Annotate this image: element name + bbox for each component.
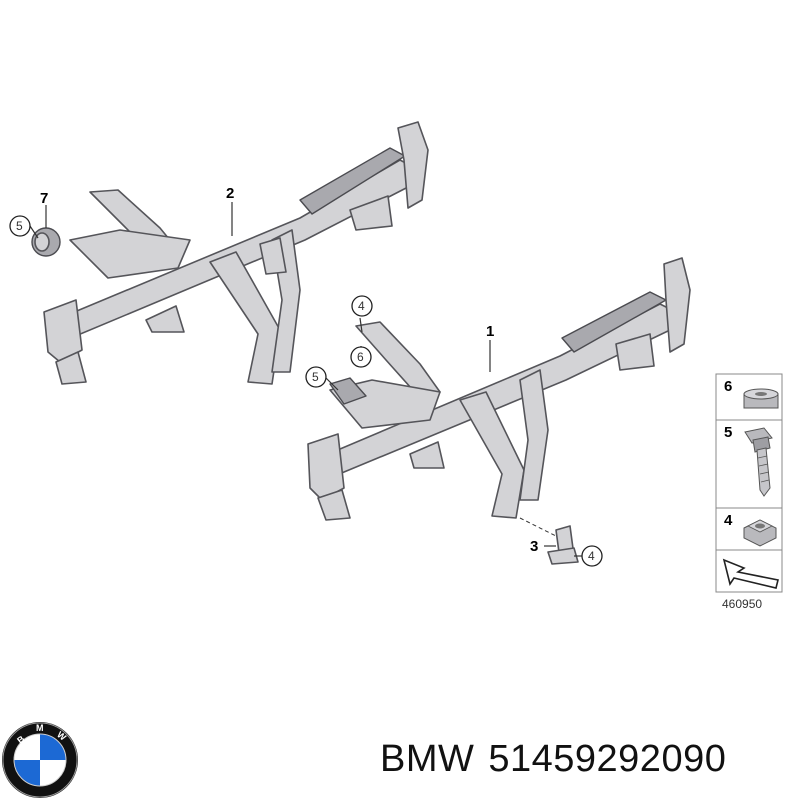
svg-text:4: 4	[588, 549, 595, 563]
bolt-icon	[744, 427, 773, 497]
legend-item-6: 6	[724, 378, 732, 395]
legend-item-4: 4	[724, 512, 733, 529]
callout-1: 1	[486, 323, 494, 340]
svg-text:3: 3	[530, 538, 538, 555]
callout-4-upper: 4	[351, 295, 373, 317]
nut-icon	[743, 519, 777, 547]
callout-6: 6	[350, 346, 372, 368]
callout-4-lower: 4	[581, 545, 603, 567]
legend-item-5: 5	[724, 424, 732, 441]
part-caption: BMW 51459292090	[380, 738, 740, 781]
fastener-legend: 6 5 4 460950	[715, 373, 783, 611]
brand-name: BMW	[380, 738, 475, 780]
callout-3: 3	[530, 538, 538, 555]
svg-text:7: 7	[40, 190, 48, 207]
washer-icon	[743, 388, 779, 409]
callout-5-lower: 5	[305, 366, 327, 388]
part-number: 51459292090	[488, 738, 727, 780]
callout-2: 2	[226, 185, 234, 202]
carrier-assembly-1	[307, 257, 691, 565]
diagram-reference-number: 460950	[722, 597, 762, 611]
bmw-logo: B M W	[2, 722, 78, 798]
svg-text:5: 5	[16, 219, 23, 233]
direction-arrow-icon	[722, 558, 779, 589]
svg-text:2: 2	[226, 185, 234, 202]
callout-7: 7	[40, 190, 48, 207]
svg-text:1: 1	[486, 323, 494, 340]
svg-text:M: M	[36, 723, 44, 733]
carrier-assembly-2	[31, 121, 429, 385]
svg-text:6: 6	[357, 350, 364, 364]
svg-text:B: B	[15, 733, 27, 745]
callout-5-upper: 5	[9, 215, 31, 237]
svg-text:4: 4	[358, 299, 365, 313]
svg-text:5: 5	[312, 370, 319, 384]
